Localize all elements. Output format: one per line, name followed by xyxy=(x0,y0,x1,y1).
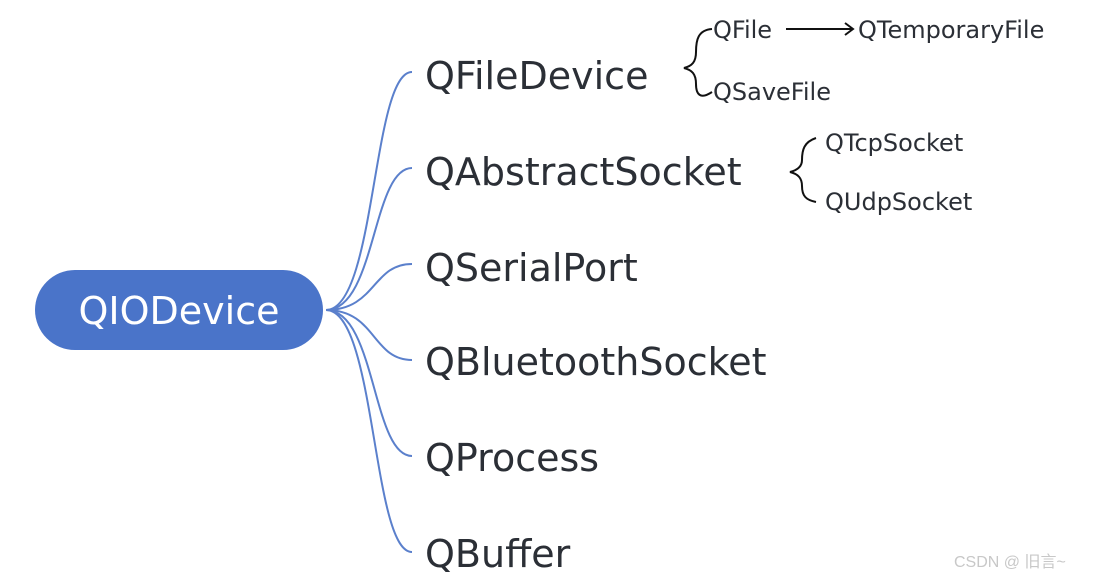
link-1 xyxy=(325,167,413,311)
link-5 xyxy=(325,309,413,553)
node-qserialport[interactable]: QSerialPort xyxy=(425,246,638,290)
links xyxy=(325,71,413,553)
node-qudpsocket[interactable]: QUdpSocket xyxy=(825,188,972,216)
brace-socket xyxy=(789,137,817,203)
brace-filedevice xyxy=(683,28,713,97)
node-qabstractsocket[interactable]: QAbstractSocket xyxy=(425,150,742,194)
node-qtcpsocket[interactable]: QTcpSocket xyxy=(825,129,963,157)
node-qbuffer[interactable]: QBuffer xyxy=(425,532,571,576)
node-qfile[interactable]: QFile xyxy=(713,16,772,44)
root-node-label[interactable]: QIODevice xyxy=(79,289,280,333)
node-qfiledevice[interactable]: QFileDevice xyxy=(425,54,648,98)
node-qbluetoothsocket[interactable]: QBluetoothSocket xyxy=(425,340,767,384)
watermark: CSDN @ 旧言~ xyxy=(954,553,1066,571)
link-4 xyxy=(325,309,413,457)
root-node-shape xyxy=(35,270,323,350)
link-0 xyxy=(325,71,413,311)
node-qsavefile[interactable]: QSaveFile xyxy=(713,78,831,106)
arrow-head-icon xyxy=(844,22,855,36)
link-3 xyxy=(325,309,413,361)
node-qtemporaryfile[interactable]: QTemporaryFile xyxy=(858,16,1044,44)
node-qprocess[interactable]: QProcess xyxy=(425,436,599,480)
link-2 xyxy=(325,263,413,311)
